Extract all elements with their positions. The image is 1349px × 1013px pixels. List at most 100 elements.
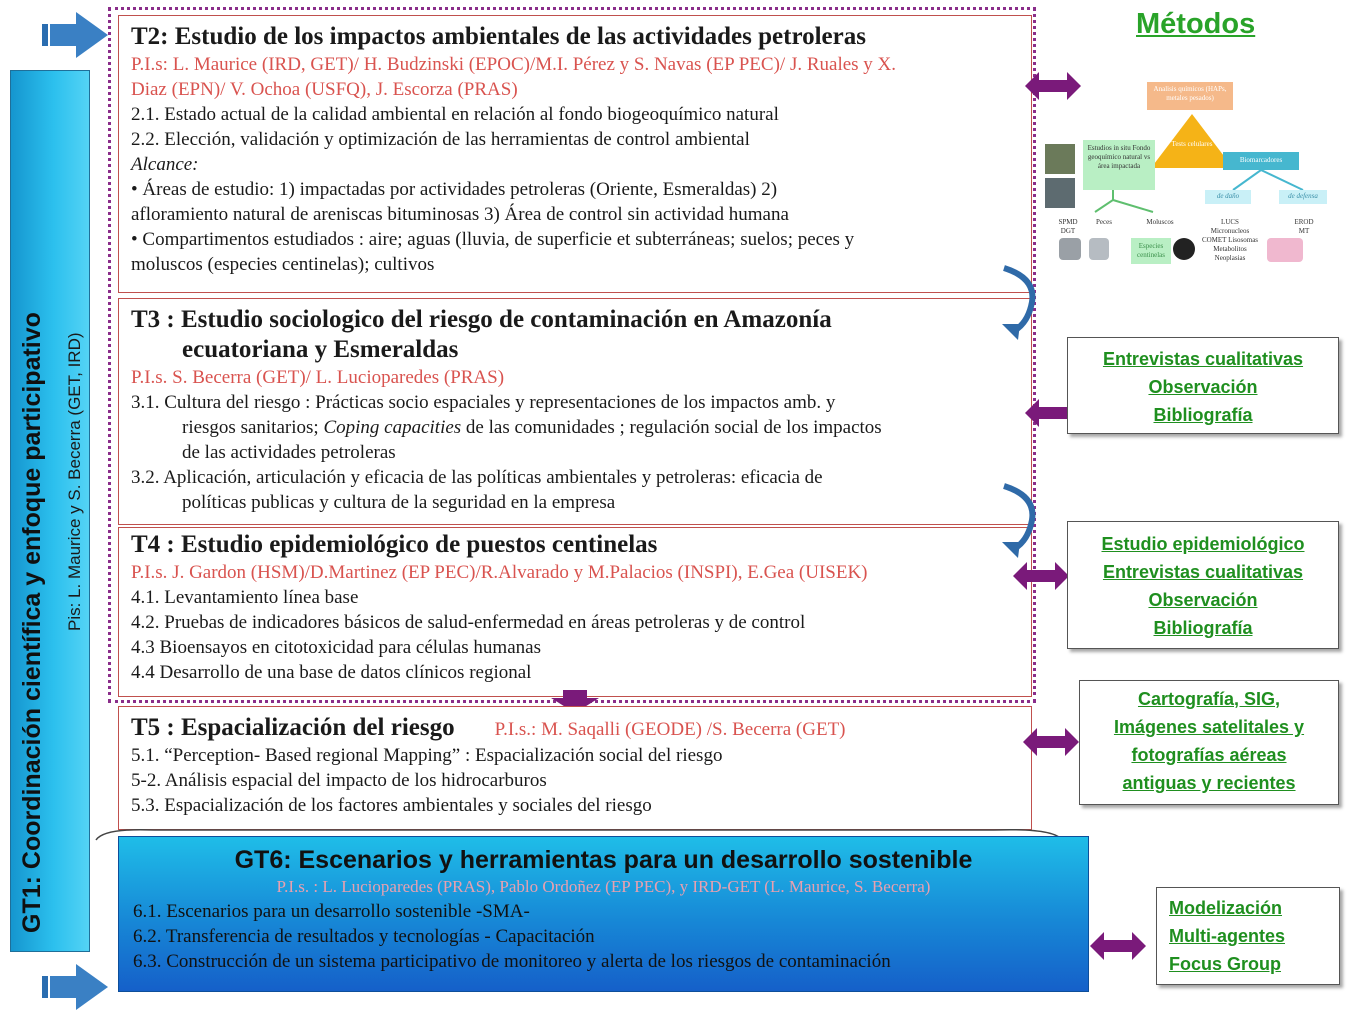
double-arrow-t2-icon xyxy=(1025,72,1081,100)
methods-gt6-3: Focus Group xyxy=(1169,954,1281,974)
blue-arrow-bottom-icon xyxy=(42,964,108,1010)
methods-t3-3: Bibliografía xyxy=(1153,405,1253,425)
t5-box: T5 : Espacialización del riesgo P.I.s.: … xyxy=(118,706,1032,830)
gt6-pis: P.I.s. : L. Lucioparedes (PRAS), Pablo O… xyxy=(276,877,931,896)
t2-item-2: 2.2. Elección, validación y optimización… xyxy=(131,129,750,150)
mini-defensa-box: de defensa xyxy=(1279,190,1327,204)
mini-peces-label: Peces xyxy=(1096,218,1112,226)
t4-box: T4 : Estudio epidemiológico de puestos c… xyxy=(118,527,1032,697)
t3-title-2: ecuatoriana y Esmeraldas xyxy=(182,336,459,363)
t5-pis: P.I.s.: M. Saqalli (GEODE) /S. Becerra (… xyxy=(494,719,846,740)
methods-t4-2: Entrevistas cualitativas xyxy=(1102,562,1304,582)
methods-mini-diagram: Analisis químicos (HAPs, metales pesados… xyxy=(1043,78,1343,283)
mini-moluscos-label: Moluscos xyxy=(1146,218,1174,226)
t4-title: T4 : Estudio epidemiológico de puestos c… xyxy=(131,531,658,558)
methods-t4-1: Estudio epidemiológico xyxy=(1101,534,1305,554)
mini-dano-box: de daño xyxy=(1205,190,1251,204)
blue-arrow-top-icon xyxy=(42,12,108,58)
mini-photo-6 xyxy=(1267,238,1303,262)
methods-t4-3: Observación xyxy=(1148,590,1258,610)
mini-triangle xyxy=(1151,114,1233,168)
gt1-sidebar: GT1: Coordinación científica y enfoque p… xyxy=(10,70,90,952)
mini-spmd-label: SPMD DGT xyxy=(1058,218,1078,235)
methods-t5-2: Imágenes satelitales y xyxy=(1113,717,1305,737)
mini-photo-3 xyxy=(1059,238,1081,260)
t4-pis: P.I.s. J. Gardon (HSM)/D.Martinez (EP PE… xyxy=(131,562,868,583)
methods-t5-3: fotografías aéreas xyxy=(1131,745,1287,765)
t3-item-1c: de las actividades petroleras xyxy=(182,442,396,463)
curved-arrow-t3-t4-icon xyxy=(1002,483,1036,558)
t5-title: T5 : Espacialización del riesgo xyxy=(131,714,455,741)
methods-t4-4: Bibliografía xyxy=(1153,618,1253,638)
t4-item-1: 4.1. Levantamiento línea base xyxy=(131,587,359,608)
mini-photo-2 xyxy=(1045,178,1075,208)
gt1-title: GT1: Coordinación científica y enfoque p… xyxy=(18,312,46,933)
methods-box-gt6: Modelización Multi-agentes Focus Group xyxy=(1156,887,1340,985)
t2-pis-1: P.I.s: L. Maurice (IRD, GET)/ H. Budzins… xyxy=(131,54,897,75)
t4-item-3: 4.3 Bioensayos en citotoxicidad para cél… xyxy=(131,637,541,658)
gt6-title: GT6: Escenarios y herramientas para un d… xyxy=(234,846,973,874)
mini-branch-lines xyxy=(1232,170,1304,191)
mini-dano-label: de daño xyxy=(1216,192,1240,200)
mini-peces-lines xyxy=(1094,190,1154,213)
mini-defensa-label: de defensa xyxy=(1288,192,1318,200)
t3-pis: P.I.s. S. Becerra (GET)/ L. Lucioparedes… xyxy=(131,367,505,388)
t3-item-2b: políticas publicas y cultura de la segur… xyxy=(182,492,616,513)
t5-item-3: 5.3. Espacialización de los factores amb… xyxy=(131,795,652,816)
down-arrow-icon xyxy=(551,690,599,713)
mini-lucs-label: LUCS Micronucleos COMET Lisosomas Metabo… xyxy=(1201,218,1259,262)
mini-top-label: Analisis químicos (HAPs, metales pesados… xyxy=(1153,85,1227,102)
mini-top-box: Analisis químicos (HAPs, metales pesados… xyxy=(1147,82,1233,110)
t3-box: T3 : Estudio sociologico del riesgo de c… xyxy=(118,298,1032,525)
methods-gt6-2: Multi-agentes xyxy=(1169,926,1286,946)
gt6-item-2: 6.2. Transferencia de resultados y tecno… xyxy=(133,926,595,947)
mini-biomarcadores-box: Biomarcadores xyxy=(1223,152,1299,170)
gt1-subtitle: Pis: L. Maurice y S. Becerra (GET, IRD) xyxy=(65,332,84,631)
double-arrow-t5-icon xyxy=(1023,728,1079,756)
t4-item-4: 4.4 Desarrollo de una base de datos clín… xyxy=(131,662,532,683)
double-arrow-gt6-icon xyxy=(1090,932,1146,960)
methods-t5-1: Cartografía, SIG, xyxy=(1137,689,1281,709)
methods-box-t4: Estudio epidemiológico Entrevistas cuali… xyxy=(1067,521,1339,649)
mini-photo-5 xyxy=(1173,238,1195,260)
methods-box-t3: Entrevistas cualitativas Observación Bib… xyxy=(1067,337,1339,434)
t2-box: T2: Estudio de los impactos ambientales … xyxy=(118,15,1032,293)
gt6-box: GT6: Escenarios y herramientas para un d… xyxy=(118,836,1089,992)
mini-especies-label: Especies centinelas xyxy=(1137,242,1165,259)
methods-t3-2: Observación xyxy=(1148,377,1258,397)
mini-erod-label: EROD MT xyxy=(1294,218,1314,235)
methods-box-t5: Cartografía, SIG, Imágenes satelitales y… xyxy=(1079,680,1339,805)
t3-item-1a: 3.1. Cultura del riesgo : Prácticas soci… xyxy=(131,392,836,413)
t2-title: T2: Estudio de los impactos ambientales … xyxy=(131,23,866,50)
mini-left-label: Estudios in situ Fondo geoquímico natura… xyxy=(1087,144,1151,170)
curved-arrow-t2-t3-icon xyxy=(1002,265,1036,340)
metodos-title: Métodos xyxy=(1136,8,1256,40)
t3-title-1: T3 : Estudio sociologico del riesgo de c… xyxy=(131,306,832,333)
t5-item-2: 5-2. Análisis espacial del impacto de lo… xyxy=(131,770,547,791)
t3-item-1b-pre: riesgos sanitarios; xyxy=(182,417,324,438)
gt6-item-3: 6.3. Construcción de un sistema particip… xyxy=(133,951,891,972)
t2-bullet-2b: moluscos (especies centinelas); cultivos xyxy=(131,254,435,275)
mini-photo-1 xyxy=(1045,144,1075,174)
t4-item-2: 4.2. Pruebas de indicadores básicos de s… xyxy=(131,612,806,633)
methods-t3-1: Entrevistas cualitativas xyxy=(1102,349,1304,369)
mini-center-label: Tests celulares xyxy=(1171,140,1213,148)
mini-left-box: Estudios in situ Fondo geoquímico natura… xyxy=(1083,140,1155,190)
double-arrow-t4-icon xyxy=(1013,562,1069,590)
t2-pis-2: Diaz (EPN)/ V. Ochoa (USFQ), J. Escorza … xyxy=(131,79,518,100)
gt6-item-1: 6.1. Escenarios para un desarrollo soste… xyxy=(133,901,530,922)
t2-bullet-2a: • Compartimentos estudiados : aire; agua… xyxy=(131,229,855,250)
t2-item-1: 2.1. Estado actual de la calidad ambient… xyxy=(131,104,779,125)
t3-item-2a: 3.2. Aplicación, articulación y eficacia… xyxy=(131,467,823,488)
t3-item-1b: riesgos sanitarios; Coping capacities de… xyxy=(131,415,1019,440)
mini-photo-4 xyxy=(1089,238,1109,260)
t2-bullet-1b: afloramiento natural de areniscas bitumi… xyxy=(131,204,789,225)
t3-item-1b-post: de las comunidades ; regulación social d… xyxy=(461,417,882,438)
mini-especies-box: Especies centinelas xyxy=(1131,238,1171,264)
methods-gt6-1: Modelización xyxy=(1169,898,1283,918)
t5-item-1: 5.1. “Perception- Based regional Mapping… xyxy=(131,745,723,766)
t2-alcance: Alcance: xyxy=(131,154,199,175)
methods-t5-4: antiguas y recientes xyxy=(1122,773,1296,793)
mini-biomarcadores-label: Biomarcadores xyxy=(1239,156,1283,164)
t3-item-1b-em: Coping capacities xyxy=(323,417,462,438)
